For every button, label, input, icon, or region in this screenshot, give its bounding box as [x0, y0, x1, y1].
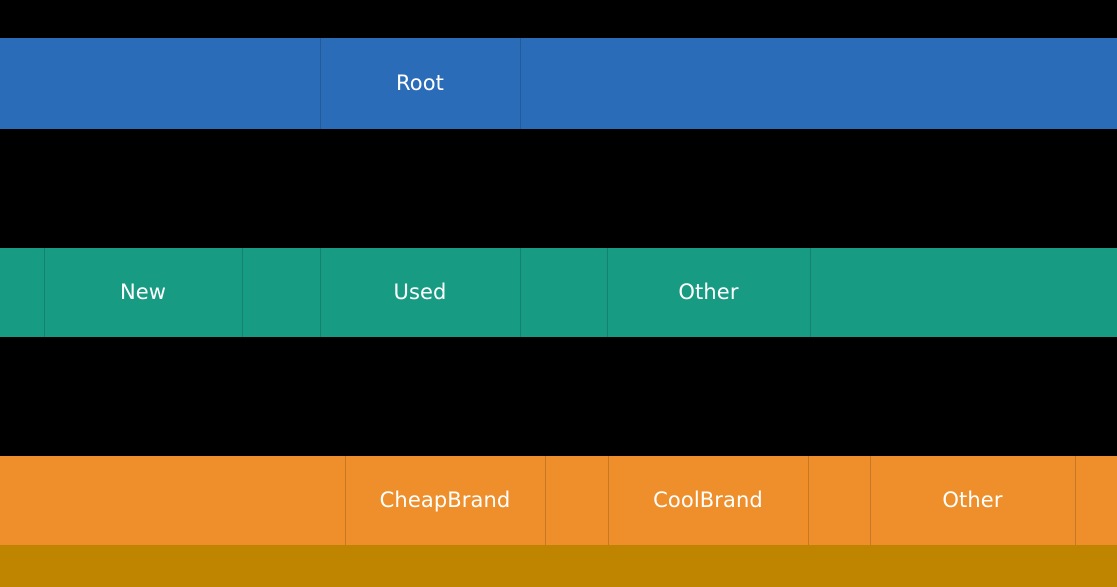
- icicle-node-cheapbrand[interactable]: [545, 456, 608, 545]
- icicle-node-new[interactable]: [0, 248, 44, 337]
- icicle-node-cheapbrand[interactable]: CheapBrand: [345, 456, 545, 545]
- icicle-node-coolbrand[interactable]: CoolBrand: [608, 456, 808, 545]
- icicle-node-new[interactable]: New: [44, 248, 242, 337]
- icicle-node-new[interactable]: [242, 248, 320, 337]
- icicle-row-depth-0: Root: [0, 38, 1117, 129]
- icicle-node-root[interactable]: [520, 38, 1117, 129]
- icicle-node-label: Other: [942, 488, 1003, 512]
- icicle-node-node[interactable]: [0, 545, 1117, 587]
- icicle-row-depth-3: [0, 545, 1117, 587]
- icicle-node-other[interactable]: Other: [870, 456, 1075, 545]
- icicle-node-label: New: [119, 280, 167, 304]
- icicle-node-cheapbrand[interactable]: [0, 456, 345, 545]
- icicle-node-label: Root: [396, 71, 444, 95]
- icicle-node-label: CoolBrand: [653, 488, 763, 512]
- icicle-node-other[interactable]: Other: [607, 248, 810, 337]
- icicle-node-coolbrand[interactable]: [808, 456, 870, 545]
- icicle-node-label: CheapBrand: [379, 488, 511, 512]
- icicle-node-used[interactable]: Used: [320, 248, 520, 337]
- icicle-node-label: Used: [393, 280, 447, 304]
- icicle-node-label: Other: [678, 280, 739, 304]
- icicle-row-depth-1: New Used Other: [0, 248, 1117, 337]
- icicle-node-root[interactable]: Root: [320, 38, 520, 129]
- icicle-row-depth-2: CheapBrand CoolBrand Other: [0, 456, 1117, 545]
- icicle-node-root[interactable]: [0, 38, 320, 129]
- icicle-node-used[interactable]: [520, 248, 607, 337]
- icicle-node-other[interactable]: [1075, 456, 1117, 545]
- icicle-node-other[interactable]: [810, 248, 1117, 337]
